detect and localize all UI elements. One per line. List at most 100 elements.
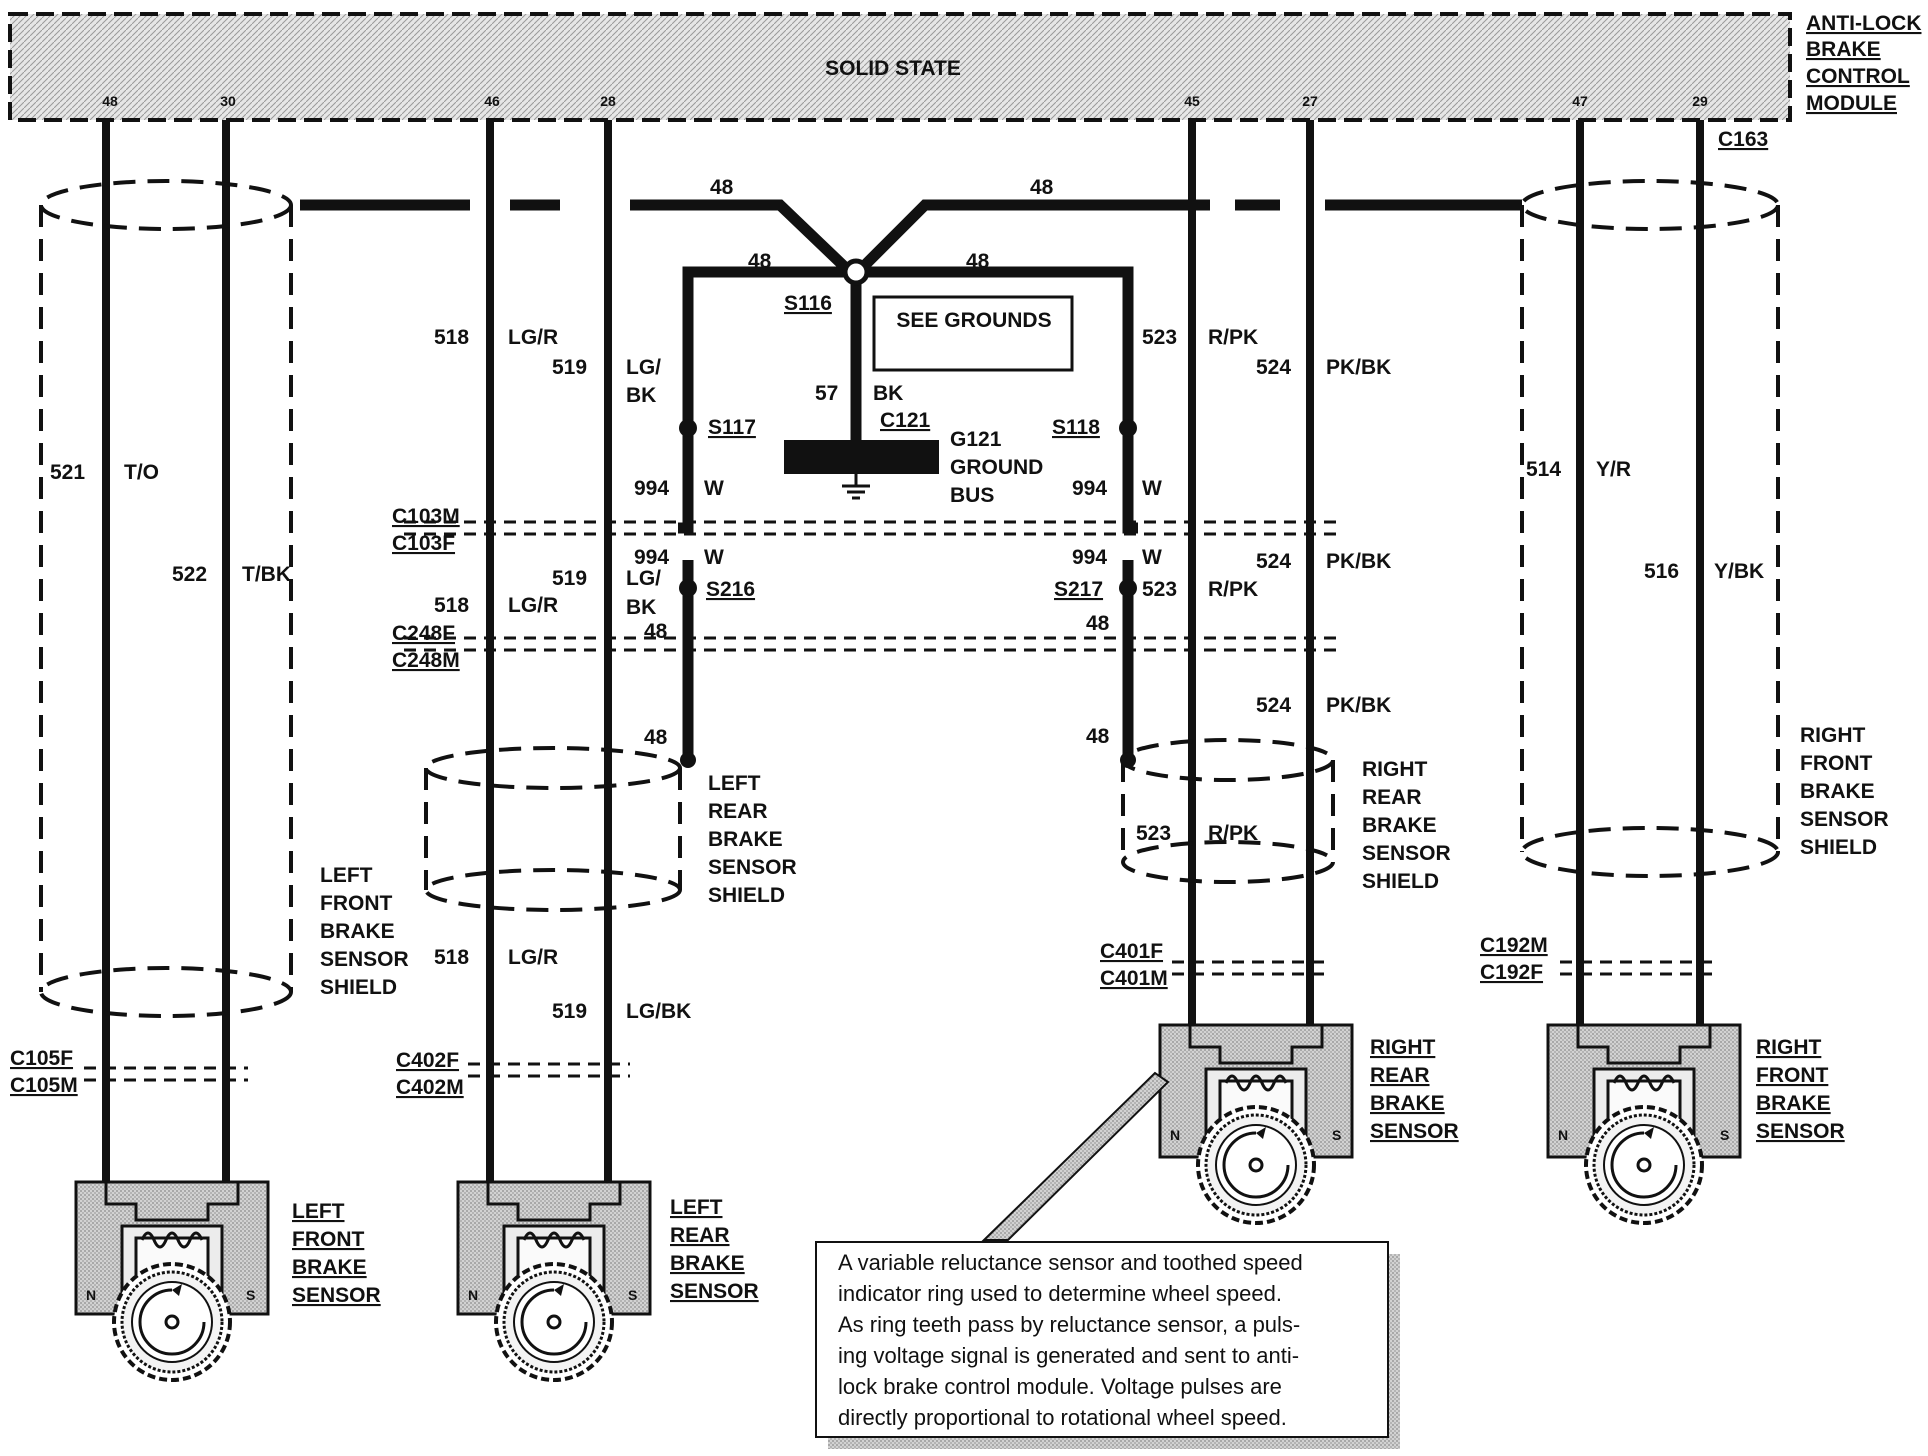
lr-shield-label-1: LEFT (708, 772, 761, 795)
module-pin-48: 48 (102, 93, 118, 109)
wire-522-color: T/BK (242, 563, 291, 586)
left-rear-circuit: 518 LG/R 519 LG/ BK C103M C103F 519 LG/ … (392, 120, 1338, 1382)
lf-sensor-label-1: LEFT (292, 1200, 345, 1223)
rr-sensor-label-4: SENSOR (1370, 1120, 1459, 1143)
connector-c402f: C402F (396, 1049, 459, 1072)
bus-right-circuit-48: 48 (1030, 176, 1054, 199)
lr-shield-label-4: SENSOR (708, 856, 797, 879)
rf-sensor-pole-n: N (1558, 1127, 1568, 1143)
ground-color-bk: BK (873, 382, 903, 405)
ground-bus-line-2: GROUND (950, 456, 1043, 479)
lf-shield-label-1: LEFT (320, 864, 373, 887)
connector-c105m: C105M (10, 1074, 78, 1097)
module-pin-27: 27 (1302, 93, 1318, 109)
connector-c192f: C192F (1480, 961, 1543, 984)
ground-bus-bar (784, 440, 939, 474)
wire-519-num-lower: 519 (552, 1000, 587, 1023)
wire-48-left-c248: 48 (644, 620, 668, 643)
rr-sensor-pole-s: S (1332, 1127, 1341, 1143)
wire-523-color-upper: R/PK (1208, 326, 1258, 349)
lf-sensor-icon (74, 1180, 270, 1382)
rf-shield-label-4: SENSOR (1800, 808, 1889, 831)
splice-s216-label: S216 (706, 578, 755, 601)
connector-c192m: C192M (1480, 934, 1548, 957)
bus-left-circuit-48: 48 (710, 176, 734, 199)
splice-s216-dot (679, 579, 697, 597)
wire-519-color-upper-1: LG/ (626, 356, 661, 379)
rf-sensor-label-2: FRONT (1756, 1064, 1828, 1087)
ground-symbol-icon (842, 474, 870, 500)
lr-sensor-label-3: BRAKE (670, 1252, 745, 1275)
abs-module: SOLID STATE 48 30 46 28 45 27 47 29 ANTI… (8, 12, 1921, 151)
splice-s118-label: S118 (1052, 416, 1100, 439)
wire-521-num: 521 (50, 461, 85, 484)
wire-48-right-shield: 48 (1086, 725, 1110, 748)
wire-519-color-lower: LG/BK (626, 1000, 691, 1023)
connector-c401m: C401M (1100, 967, 1168, 990)
lf-shield-top (39, 179, 293, 231)
wire-w-right-upper: W (1142, 477, 1162, 500)
rr-shield-top (1121, 738, 1335, 782)
wire-516-num: 516 (1644, 560, 1679, 583)
lr-sensor-label-4: SENSOR (670, 1280, 759, 1303)
rr-shield-label-3: BRAKE (1362, 814, 1437, 837)
rr-sensor-label-2: REAR (1370, 1064, 1430, 1087)
module-pin-47: 47 (1572, 93, 1588, 109)
module-pin-30: 30 (220, 93, 236, 109)
rf-sensor-label-1: RIGHT (1756, 1036, 1822, 1059)
rf-shield-label-5: SHIELD (1800, 836, 1877, 859)
lf-sensor-pole-s: S (246, 1287, 255, 1303)
wire-519-num-upper: 519 (552, 356, 587, 379)
module-state: SOLID STATE (825, 57, 961, 80)
lf-sensor-pole-n: N (86, 1287, 96, 1303)
wire-w-left-upper: W (704, 477, 724, 500)
note-line-2: indicator ring used to determine wheel s… (838, 1281, 1282, 1306)
wire-519-color-upper-2: BK (626, 384, 656, 407)
lr-sensor-label-2: REAR (670, 1224, 730, 1247)
splice-s217-label: S217 (1054, 578, 1103, 601)
rf-shield-label-1: RIGHT (1800, 724, 1866, 747)
rf-shield-bottom (1520, 826, 1780, 878)
wire-521-color: T/O (124, 461, 159, 484)
wire-518-num-mid: 518 (434, 594, 469, 617)
rr-sensor-label-1: RIGHT (1370, 1036, 1436, 1059)
module-pin-46: 46 (484, 93, 500, 109)
wire-48-right-c248: 48 (1086, 612, 1110, 635)
ground-bus-line-1: G121 (950, 428, 1002, 451)
lr-shield-drain-dot (680, 752, 696, 768)
rf-shield-top (1520, 179, 1780, 231)
connector-c103f: C103F (392, 532, 455, 555)
wire-524-num-mid: 524 (1256, 550, 1291, 573)
connector-c105f: C105F (10, 1047, 73, 1070)
wire-519-color-mid-1: LG/ (626, 567, 661, 590)
rf-sensor-label-4: SENSOR (1756, 1120, 1845, 1143)
module-pin-45: 45 (1184, 93, 1200, 109)
wire-524-num-upper: 524 (1256, 356, 1291, 379)
splice-s118-dot (1119, 419, 1137, 437)
wire-994-left-lower: 994 (634, 546, 669, 569)
wire-523-color-lower: R/PK (1208, 822, 1258, 845)
rf-sensor-label-3: BRAKE (1756, 1092, 1831, 1115)
lf-sensor-label-3: BRAKE (292, 1256, 367, 1279)
wire-524-num-lower: 524 (1256, 694, 1291, 717)
wire-516-color: Y/BK (1714, 560, 1764, 583)
lr-sensor-icon (456, 1180, 652, 1382)
splice-s116-label: S116 (784, 292, 832, 315)
splice-s117-dot (679, 419, 697, 437)
note-line-5: lock brake control module. Voltage pulse… (838, 1374, 1282, 1399)
right-front-circuit: 514 Y/R 516 Y/BK RIGHT FRONT BRAKE SENSO… (1480, 120, 1889, 1225)
left-front-circuit: 521 T/O 522 T/BK LEFT FRONT BRAKE SENSOR… (10, 120, 409, 1382)
wire-519-color-mid-2: BK (626, 596, 656, 619)
branch-right-circuit-48: 48 (966, 250, 990, 273)
wire-524-color-lower: PK/BK (1326, 694, 1391, 717)
wire-519-num-mid: 519 (552, 567, 587, 590)
wire-522-num: 522 (172, 563, 207, 586)
wire-523-num-lower: 523 (1136, 822, 1171, 845)
rr-sensor-label-3: BRAKE (1370, 1092, 1445, 1115)
lr-shield-label-5: SHIELD (708, 884, 785, 907)
connector-c163: C163 (1718, 128, 1768, 151)
abs-module-box (8, 12, 1792, 122)
lr-shield-top (424, 746, 682, 790)
wire-518-num-upper: 518 (434, 326, 469, 349)
